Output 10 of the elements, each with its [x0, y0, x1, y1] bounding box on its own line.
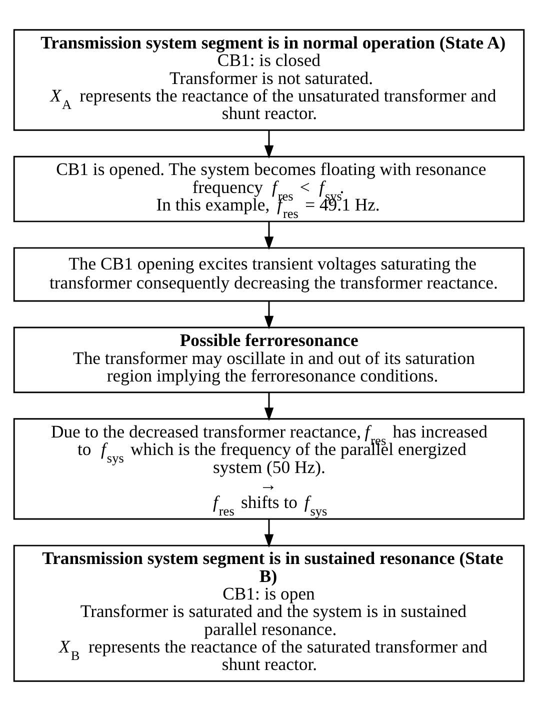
arrow	[264, 518, 274, 548]
arrow	[264, 392, 274, 420]
arrow	[264, 221, 274, 250]
node-box: Transmission system segment is in sustained resonance (State B) CB1: is open Transformer is saturated and the system is in sustained parallel resonance. X$_{B}$ represents the reactance of the saturated transformer and shunt reactor.	[13, 544, 525, 682]
arrow	[264, 130, 274, 158]
node-box: Transmission system segment is in normal operation (State A) CB1: is closed Transformer is not saturated. X$_{A}$ represents the reactance of the unsaturated transformer and shunt reactor.	[13, 28, 525, 130]
node-box: Due to the decreased transformer reactance, f$_{res}$ has increased to f$_{sys}$ which is the frequency of the parallel energized system (50 Hz). → f$_{res}$ shifts to f$_{sys}$	[13, 418, 525, 520]
node-box: Possible ferroresonance The transformer may oscillate in and out of its saturation region implying the ferroresonance conditions.	[13, 326, 525, 393]
arrow	[264, 300, 274, 329]
node-box: The CB1 opening excites transient voltages saturating the transformer consequently decreasing the transformer reactance.	[13, 246, 525, 302]
